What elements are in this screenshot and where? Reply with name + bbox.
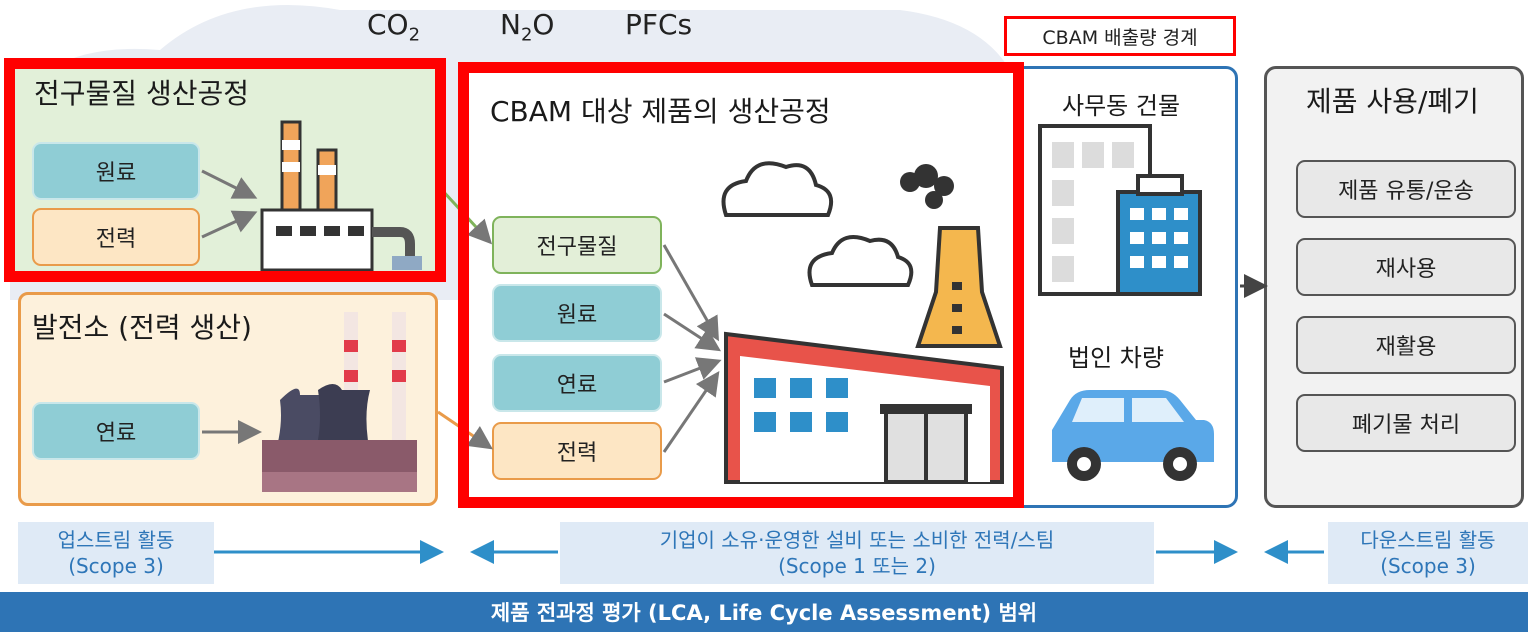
product-use-item-recycle: 재활용	[1296, 316, 1516, 374]
corporate-vehicle-label: 법인 차량	[1068, 344, 1164, 372]
product-use-item-reuse: 재사용	[1296, 238, 1516, 296]
power-plant-title: 발전소 (전력 생산)	[32, 311, 252, 344]
cbam-input-fuel: 연료	[492, 354, 662, 412]
cbam-input-power: 전력	[492, 422, 662, 480]
office-building-label: 사무동 건물	[1062, 92, 1181, 120]
cbam-input-raw: 원료	[492, 284, 662, 342]
scope-company-line1: 기업이 소유·운영한 설비 또는 소비한 전력/스팀	[659, 528, 1055, 552]
precursor-factory-icon	[260, 120, 422, 272]
scope-upstream: 업스트림 활동 (Scope 3)	[18, 522, 214, 584]
scope-company-line2: (Scope 1 또는 2)	[778, 554, 936, 578]
scope-upstream-line2: (Scope 3)	[68, 554, 164, 578]
gas-pfcs: PFCs	[625, 8, 693, 41]
cbam-boundary-precursor	[4, 58, 446, 282]
power-plant-icon	[262, 312, 417, 492]
precursor-input-power: 전력	[32, 208, 200, 266]
office-building-icon	[1038, 124, 1202, 296]
precursor-input-raw: 원료	[32, 142, 200, 200]
scope-company: 기업이 소유·운영한 설비 또는 소비한 전력/스팀 (Scope 1 또는 2…	[560, 522, 1154, 584]
scope-downstream-line1: 다운스트림 활동	[1360, 528, 1496, 552]
cbam-process-title: CBAM 대상 제품의 생산공정	[490, 95, 831, 128]
cbam-boundary-label: CBAM 배출량 경계	[1004, 16, 1236, 56]
scope-downstream: 다운스트림 활동 (Scope 3)	[1328, 522, 1528, 584]
precursor-process-title: 전구물질 생산공정	[34, 77, 249, 110]
car-icon	[1052, 390, 1214, 481]
lca-scope-footer: 제품 전과정 평가 (LCA, Life Cycle Assessment) 범…	[0, 592, 1528, 632]
product-use-item-waste: 폐기물 처리	[1296, 394, 1516, 452]
product-use-title: 제품 사용/폐기	[1306, 85, 1479, 118]
scope-downstream-line2: (Scope 3)	[1380, 554, 1476, 578]
cbam-boundary-product-process	[458, 62, 1024, 508]
gas-n2o: N2O	[500, 8, 555, 46]
scope-upstream-line1: 업스트림 활동	[57, 528, 175, 552]
cbam-input-precursor: 전구물질	[492, 216, 662, 274]
product-use-item-distribution: 제품 유통/운송	[1296, 160, 1516, 218]
power-plant-input-fuel: 연료	[32, 402, 200, 460]
cbam-factory-icon	[721, 161, 1004, 484]
gas-co2: CO2	[367, 8, 421, 46]
